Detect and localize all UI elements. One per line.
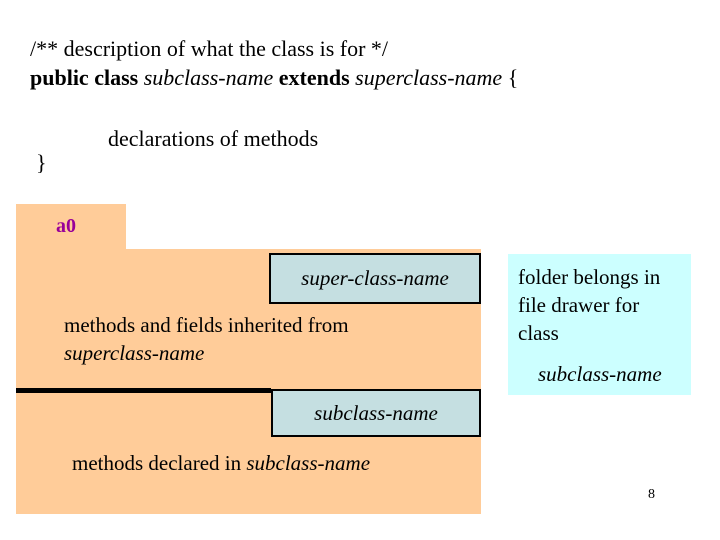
file-drawer-note-class-name: subclass-name xyxy=(538,362,662,386)
folder-divider-line xyxy=(16,388,271,393)
file-drawer-note-box: folder belongs in file drawer for class s… xyxy=(508,254,691,395)
inherited-members-line2: superclass-name xyxy=(64,341,205,365)
code-comment-line: /** description of what the class is for… xyxy=(30,36,389,61)
inherited-members-line1: methods and fields inherited from xyxy=(64,313,349,337)
folder-tab-label: a0 xyxy=(56,215,76,237)
subclass-name-box-label: subclass-name xyxy=(314,400,438,425)
code-keyword-extends: extends xyxy=(273,65,356,90)
superclass-name-box: super-class-name xyxy=(269,253,481,304)
code-body-line: declarations of methods xyxy=(108,126,319,151)
subclass-name-box: subclass-name xyxy=(271,389,481,437)
declared-methods-text: methods declared in subclass-name xyxy=(72,449,370,477)
code-open-brace: { xyxy=(502,65,519,90)
code-superclass-name: superclass-name xyxy=(355,65,503,90)
code-closing-brace: } xyxy=(36,150,47,175)
code-subclass-name: subclass-name xyxy=(143,65,274,90)
page-number: 8 xyxy=(648,487,655,502)
declared-methods-class-name: subclass-name xyxy=(246,451,371,475)
code-declaration-line: public class subclass-name extends super… xyxy=(30,65,518,91)
inherited-members-text: methods and fields inherited from supercl… xyxy=(64,311,349,367)
code-keyword-public-class: public class xyxy=(30,65,144,90)
file-drawer-note-text: folder belongs in file drawer for class xyxy=(518,265,661,345)
superclass-name-box-label: super-class-name xyxy=(301,266,449,290)
folder-tab xyxy=(16,204,126,250)
declared-methods-prefix: methods declared in xyxy=(72,451,247,475)
